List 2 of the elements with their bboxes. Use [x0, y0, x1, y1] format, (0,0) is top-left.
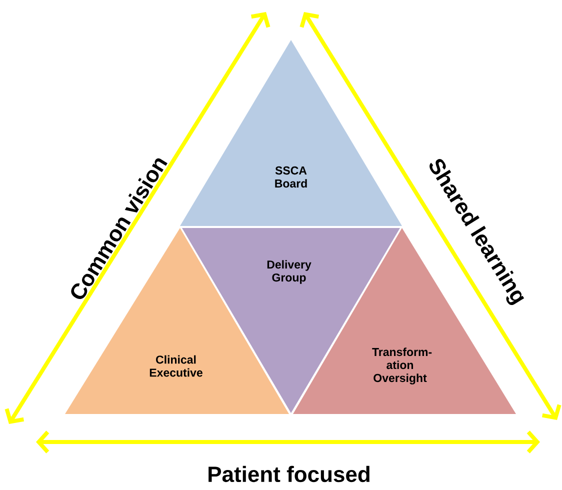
triangle: SSCA Board	[180, 40, 402, 226]
axis-label: Patient focused	[208, 466, 370, 482]
